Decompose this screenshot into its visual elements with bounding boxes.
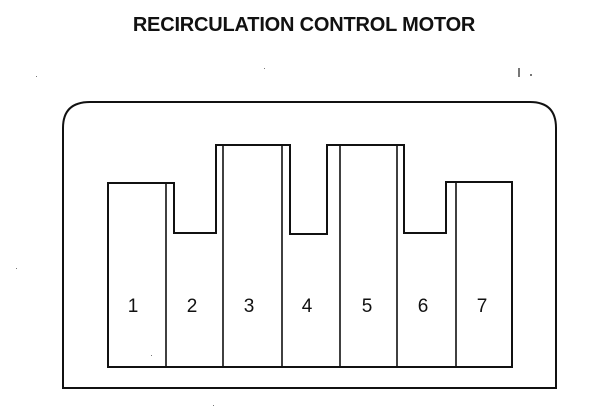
pin-label-2: 2 [187,296,198,317]
diagram-title: RECIRCULATION CONTROL MOTOR [132,14,476,36]
pin-label-4: 4 [302,296,313,317]
pin-label-7: 7 [477,296,488,317]
pin-label-1: 1 [128,296,139,317]
scan-specks [16,68,532,406]
pin-label-6: 6 [418,296,429,317]
terminal-block-outline [107,144,513,368]
connector-housing [62,101,557,389]
pin-label-5: 5 [362,296,373,317]
pin-label-3: 3 [244,296,255,317]
